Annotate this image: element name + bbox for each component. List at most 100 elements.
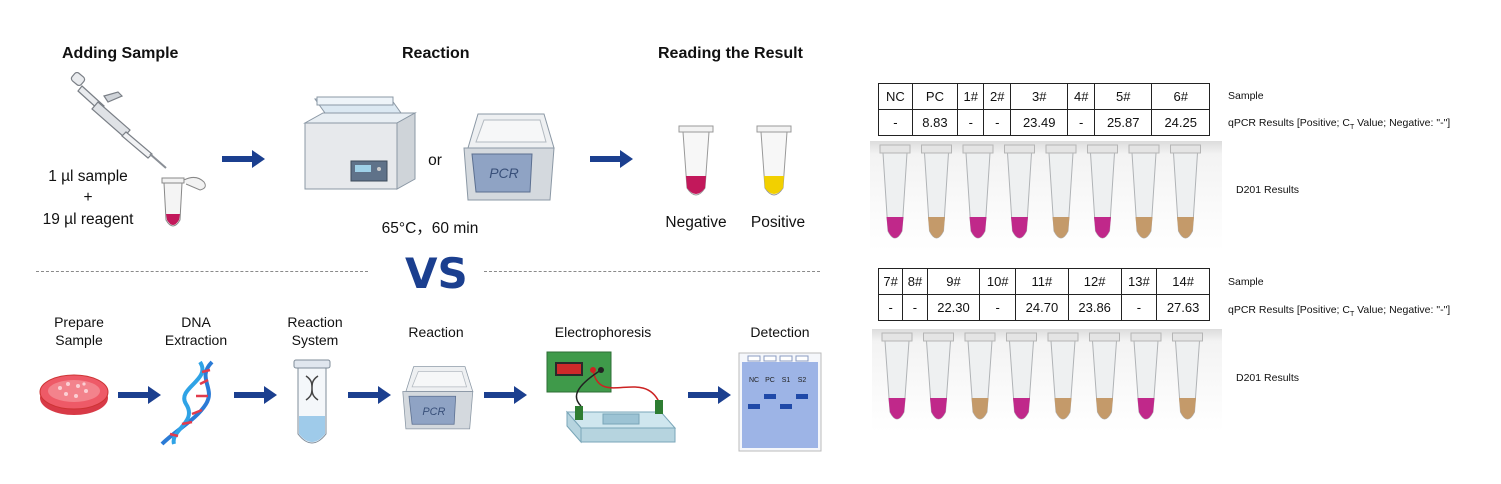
reaction-tube	[962, 144, 994, 239]
reaction-tube	[1087, 144, 1118, 239]
table-cell: 3#	[1009, 83, 1069, 110]
table-cell: 13#	[1120, 268, 1158, 295]
reaction-tube	[1170, 144, 1201, 239]
table-cell: -	[902, 294, 928, 321]
table-cell: 2#	[983, 83, 1011, 110]
qpcr-row-label: qPCR Results [Positive; CT Value; Negati…	[1228, 117, 1451, 132]
reaction-tube	[881, 332, 913, 420]
gel-result-icon: NC PC S1 S2	[738, 352, 822, 452]
pcr-machine-icon: PCR	[463, 113, 555, 201]
arrow-icon	[590, 150, 633, 168]
table-cell: 23.86	[1067, 294, 1122, 321]
table-cell: 22.30	[926, 294, 981, 321]
or-label: or	[428, 152, 442, 169]
arrow-icon	[118, 386, 161, 404]
reaction-tube	[923, 332, 954, 420]
sample-volume-label: 1 µl sample	[48, 168, 128, 185]
step-reaction-system: Reaction System	[287, 314, 343, 348]
results-table-2: 7# 8# 9# 10# 11# 12# 13# 14# - - 22.30 -…	[877, 268, 1210, 321]
reaction-tube	[1006, 332, 1037, 420]
reaction-tube	[879, 144, 911, 239]
table-cell: 1#	[956, 83, 985, 110]
results-table-1: NC PC 1# 2# 3# 4# 5# 6# - 8.83 - - 23.49…	[878, 83, 1210, 136]
table-cell: 14#	[1156, 268, 1210, 295]
reaction-tube	[1128, 144, 1160, 239]
table-cell: 9#	[926, 268, 981, 295]
vs-label: VS	[405, 249, 468, 298]
arrow-icon	[222, 150, 265, 168]
arrow-icon	[234, 386, 277, 404]
reaction-tube	[964, 332, 996, 420]
reaction-title: Reaction	[402, 45, 470, 62]
table-cell: -	[877, 294, 904, 321]
reaction-tube	[1130, 332, 1162, 420]
pcr-screen-label: PCR	[489, 165, 519, 181]
tube-photo-1	[870, 141, 1222, 251]
test-tube-icon	[293, 359, 331, 444]
table-cell: 11#	[1015, 268, 1069, 295]
reading-result-title: Reading the Result	[658, 45, 803, 62]
step-dna-extraction: DNA Extraction	[164, 314, 228, 348]
step-prepare-sample: Prepare Sample	[54, 314, 104, 348]
reaction-tube	[1045, 144, 1077, 239]
table-cell: 12#	[1067, 268, 1122, 295]
table-cell: -	[1067, 109, 1095, 136]
arrow-icon	[484, 386, 527, 404]
reaction-condition: 65°C，60 min	[381, 220, 479, 237]
table-cell: 24.25	[1151, 109, 1210, 136]
adding-sample-title: Adding Sample	[62, 45, 179, 62]
positive-label: Positive	[750, 214, 806, 231]
table-cell: PC	[911, 83, 958, 110]
table-cell: -	[956, 109, 985, 136]
negative-label: Negative	[665, 214, 727, 231]
pipette-icon	[70, 72, 206, 227]
positive-tube-icon	[756, 125, 792, 196]
table-cell: 4#	[1067, 83, 1095, 110]
reaction-tube	[921, 144, 952, 239]
reaction-tube	[1004, 144, 1035, 239]
table-cell: 7#	[877, 268, 904, 295]
reaction-tube	[1089, 332, 1120, 420]
table-cell: NC	[878, 83, 913, 110]
table-cell: 10#	[979, 268, 1017, 295]
dna-helix-icon	[160, 360, 214, 446]
gel-lane-label: S1	[782, 377, 791, 384]
step-detection: Detection	[750, 324, 810, 340]
table-cell: 6#	[1151, 83, 1210, 110]
reaction-tube	[1047, 332, 1079, 420]
arrow-icon	[688, 386, 731, 404]
qpcr-row: - 8.83 - - 23.49 - 25.87 24.25	[878, 109, 1210, 136]
step-electrophoresis: Electrophoresis	[554, 324, 652, 340]
sample-row: NC PC 1# 2# 3# 4# 5# 6#	[878, 83, 1210, 110]
sample-row-label: Sample	[1228, 276, 1264, 288]
d201-results-label: D201 Results	[1236, 184, 1300, 196]
table-cell: 25.87	[1093, 109, 1153, 136]
d201-results-label: D201 Results	[1236, 372, 1300, 384]
table-cell: 23.49	[1009, 109, 1069, 136]
tube-strip-1	[879, 144, 1201, 239]
plus-sign: +	[83, 189, 93, 206]
table-cell: 24.70	[1015, 294, 1069, 321]
sample-row: 7# 8# 9# 10# 11# 12# 13# 14#	[877, 268, 1210, 295]
table-cell: -	[979, 294, 1017, 321]
table-cell: 27.63	[1156, 294, 1210, 321]
step-reaction: Reaction	[408, 324, 464, 340]
tube-strip-2	[881, 332, 1203, 420]
qpcr-row: - - 22.30 - 24.70 23.86 - 27.63	[877, 294, 1210, 321]
table-cell: 5#	[1093, 83, 1153, 110]
sample-row-label: Sample	[1228, 90, 1264, 102]
negative-tube-icon	[678, 125, 714, 196]
table-cell: -	[878, 109, 913, 136]
petri-dish-icon	[39, 374, 109, 415]
gel-lane-label: NC	[749, 377, 759, 384]
table-cell: 8.83	[911, 109, 958, 136]
gel-lane-label: PC	[765, 377, 775, 384]
table-cell: -	[983, 109, 1011, 136]
reagent-volume-label: 19 µl reagent	[42, 211, 134, 228]
table-cell: -	[1120, 294, 1158, 321]
water-bath-icon	[303, 96, 417, 190]
tube-photo-2	[872, 329, 1222, 432]
reaction-tube	[1172, 332, 1203, 420]
arrow-icon	[348, 386, 391, 404]
table-cell: 8#	[902, 268, 928, 295]
